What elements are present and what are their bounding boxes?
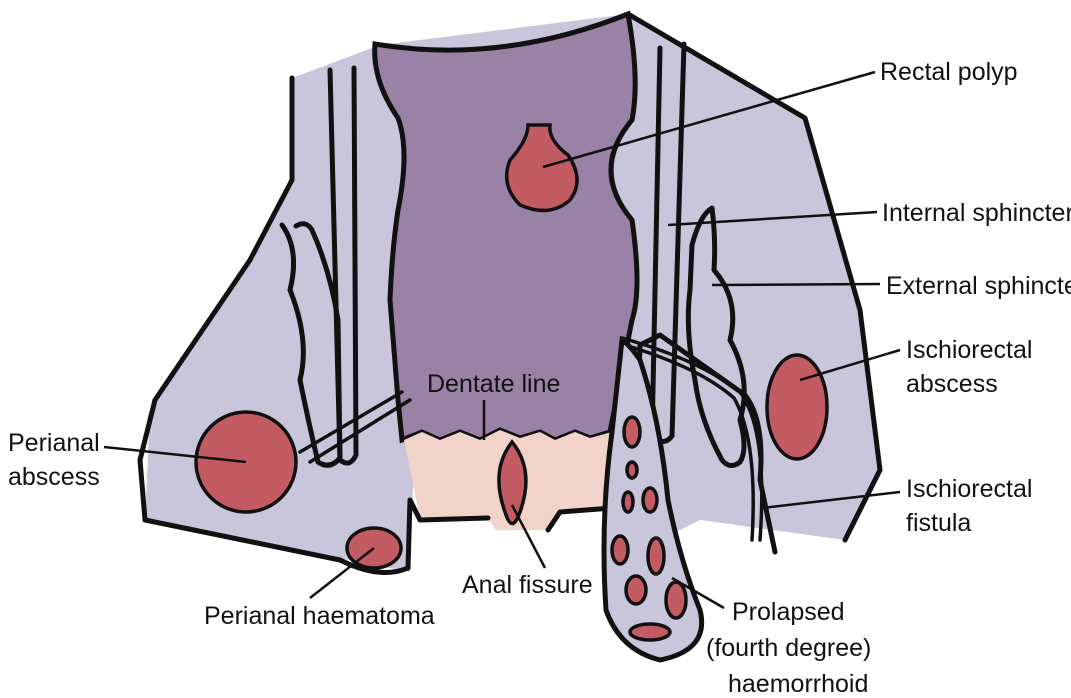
haemorrhoid-nodule xyxy=(624,417,640,447)
haemorrhoid-nodule xyxy=(643,488,657,512)
ischiorectal-abscess xyxy=(767,355,827,459)
label-anal-fissure: Anal fissure xyxy=(462,571,593,599)
haemorrhoid-nodule xyxy=(623,492,633,512)
label-prolapsed-line2: (fourth degree) xyxy=(706,634,871,662)
label-internal-sphincter: Internal sphincter xyxy=(882,199,1071,227)
haemorrhoid-nodule xyxy=(626,576,646,604)
haemorrhoid-nodule xyxy=(666,582,686,618)
label-ischiorectal-fistula-line1: Ischiorectal xyxy=(906,475,1032,503)
label-prolapsed-line3: haemorrhoid xyxy=(728,670,868,698)
label-ischiorectal-fistula-line2: fistula xyxy=(906,509,971,537)
haemorrhoid-nodule xyxy=(612,536,628,564)
label-rectal-polyp: Rectal polyp xyxy=(880,58,1018,86)
label-dentate-line: Dentate line xyxy=(427,370,560,398)
label-perianal-abscess-line1: Perianal xyxy=(8,429,100,457)
label-perianal-abscess-line2: abscess xyxy=(8,463,100,491)
label-perianal-haematoma: Perianal haematoma xyxy=(204,602,435,630)
haemorrhoid-nodule xyxy=(648,538,664,574)
leader-external-sphincter xyxy=(712,284,880,285)
haemorrhoid-nodule xyxy=(630,624,670,640)
label-external-sphincter: External sphincter xyxy=(886,272,1071,300)
haemorrhoid-nodule xyxy=(627,462,637,478)
label-prolapsed-line1: Prolapsed xyxy=(732,598,845,626)
label-ischiorectal-abscess-line1: Ischiorectal xyxy=(906,336,1032,364)
label-ischiorectal-abscess-line2: abscess xyxy=(906,370,998,398)
